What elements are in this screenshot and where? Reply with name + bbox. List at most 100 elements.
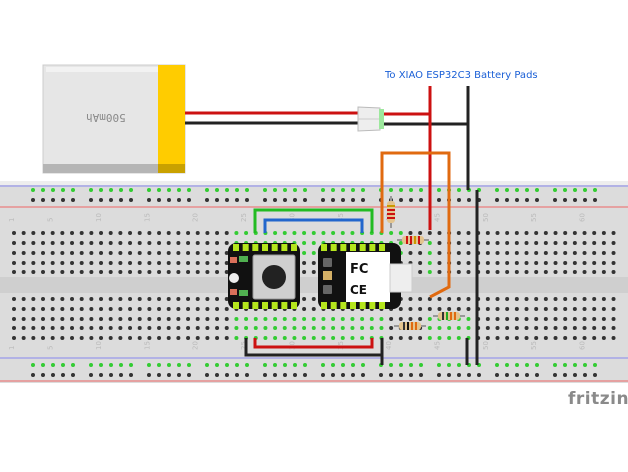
breadboard-hole[interactable] — [176, 261, 181, 265]
breadboard-hole[interactable] — [263, 373, 267, 377]
breadboard-hole[interactable] — [61, 188, 65, 192]
breadboard-hole[interactable] — [553, 270, 558, 274]
breadboard-hole[interactable] — [418, 270, 423, 274]
breadboard-hole[interactable] — [21, 241, 26, 245]
breadboard-hole[interactable] — [485, 336, 490, 340]
breadboard-hole[interactable] — [543, 270, 548, 274]
breadboard-hole[interactable] — [205, 317, 210, 321]
breadboard-hole[interactable] — [437, 373, 441, 377]
breadboard-hole[interactable] — [31, 297, 36, 301]
breadboard-hole[interactable] — [215, 251, 220, 255]
breadboard-hole[interactable] — [456, 307, 461, 311]
breadboard-hole[interactable] — [535, 363, 539, 367]
breadboard-hole[interactable] — [293, 373, 297, 377]
breadboard-hole[interactable] — [563, 317, 568, 321]
breadboard-hole[interactable] — [118, 261, 123, 265]
breadboard-hole[interactable] — [553, 251, 558, 255]
breadboard-hole[interactable] — [147, 198, 151, 202]
breadboard-hole[interactable] — [50, 326, 55, 330]
breadboard-hole[interactable] — [31, 317, 36, 321]
breadboard-hole[interactable] — [525, 198, 529, 202]
breadboard-hole[interactable] — [157, 198, 161, 202]
breadboard-hole[interactable] — [331, 188, 335, 192]
breadboard-hole[interactable] — [495, 270, 500, 274]
breadboard-hole[interactable] — [399, 373, 403, 377]
breadboard-hole[interactable] — [205, 231, 210, 235]
breadboard-hole[interactable] — [263, 336, 268, 340]
breadboard-hole[interactable] — [485, 261, 490, 265]
breadboard-hole[interactable] — [41, 317, 46, 321]
breadboard-hole[interactable] — [70, 307, 75, 311]
breadboard-hole[interactable] — [224, 336, 229, 340]
breadboard-hole[interactable] — [166, 270, 171, 274]
breadboard-hole[interactable] — [99, 231, 104, 235]
breadboard-hole[interactable] — [50, 251, 55, 255]
breadboard-hole[interactable] — [601, 307, 606, 311]
breadboard-hole[interactable] — [21, 317, 26, 321]
breadboard-hole[interactable] — [321, 188, 325, 192]
breadboard-hole[interactable] — [12, 270, 16, 274]
breadboard-hole[interactable] — [50, 336, 55, 340]
breadboard-hole[interactable] — [215, 373, 219, 377]
breadboard-hole[interactable] — [244, 326, 249, 330]
breadboard-hole[interactable] — [166, 241, 171, 245]
breadboard-hole[interactable] — [572, 251, 577, 255]
breadboard-hole[interactable] — [495, 363, 499, 367]
breadboard-hole[interactable] — [583, 198, 587, 202]
breadboard-hole[interactable] — [524, 317, 529, 321]
breadboard-hole[interactable] — [350, 336, 355, 340]
breadboard-hole[interactable] — [12, 326, 16, 330]
breadboard-hole[interactable] — [351, 363, 355, 367]
breadboard-hole[interactable] — [524, 307, 529, 311]
breadboard-hole[interactable] — [205, 297, 210, 301]
breadboard-hole[interactable] — [495, 188, 499, 192]
breadboard-hole[interactable] — [311, 336, 316, 340]
breadboard-hole[interactable] — [89, 297, 94, 301]
breadboard-hole[interactable] — [583, 188, 587, 192]
breadboard-hole[interactable] — [408, 336, 413, 340]
breadboard-hole[interactable] — [292, 336, 297, 340]
breadboard-hole[interactable] — [466, 307, 471, 311]
breadboard-hole[interactable] — [157, 261, 162, 265]
breadboard-hole[interactable] — [495, 317, 500, 321]
breadboard-hole[interactable] — [534, 317, 539, 321]
breadboard-hole[interactable] — [186, 317, 191, 321]
breadboard-hole[interactable] — [89, 363, 93, 367]
breadboard-hole[interactable] — [99, 373, 103, 377]
breadboard-hole[interactable] — [109, 363, 113, 367]
breadboard-hole[interactable] — [553, 297, 558, 301]
breadboard-hole[interactable] — [245, 188, 249, 192]
breadboard-hole[interactable] — [215, 231, 220, 235]
breadboard-hole[interactable] — [331, 317, 336, 321]
breadboard-hole[interactable] — [225, 373, 229, 377]
breadboard-hole[interactable] — [572, 326, 577, 330]
breadboard-hole[interactable] — [60, 251, 65, 255]
breadboard-hole[interactable] — [41, 251, 46, 255]
breadboard-hole[interactable] — [50, 317, 55, 321]
breadboard-hole[interactable] — [611, 297, 616, 301]
breadboard-hole[interactable] — [225, 198, 229, 202]
breadboard-hole[interactable] — [41, 188, 45, 192]
breadboard-hole[interactable] — [118, 231, 123, 235]
breadboard-hole[interactable] — [543, 261, 548, 265]
breadboard-hole[interactable] — [263, 363, 267, 367]
breadboard-hole[interactable] — [437, 270, 442, 274]
breadboard-hole[interactable] — [118, 326, 123, 330]
breadboard-hole[interactable] — [514, 317, 519, 321]
breadboard-hole[interactable] — [21, 326, 26, 330]
breadboard-hole[interactable] — [21, 251, 26, 255]
breadboard-hole[interactable] — [31, 198, 35, 202]
breadboard-hole[interactable] — [244, 317, 249, 321]
breadboard-hole[interactable] — [303, 363, 307, 367]
breadboard-hole[interactable] — [60, 307, 65, 311]
breadboard-hole[interactable] — [601, 261, 606, 265]
breadboard-hole[interactable] — [408, 251, 413, 255]
breadboard-hole[interactable] — [341, 188, 345, 192]
breadboard-hole[interactable] — [505, 270, 510, 274]
breadboard-hole[interactable] — [60, 261, 65, 265]
breadboard-hole[interactable] — [71, 373, 75, 377]
breadboard-hole[interactable] — [118, 251, 123, 255]
breadboard-hole[interactable] — [273, 326, 278, 330]
breadboard-hole[interactable] — [350, 231, 355, 235]
breadboard-hole[interactable] — [205, 336, 210, 340]
